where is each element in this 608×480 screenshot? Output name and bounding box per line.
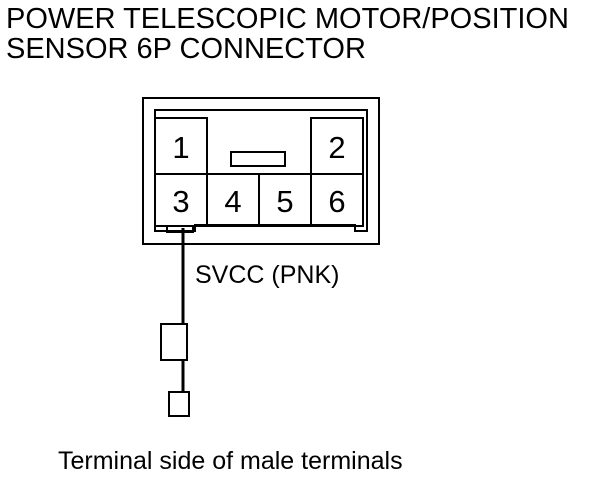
probe-body xyxy=(160,323,188,361)
pin-label-6: 6 xyxy=(328,184,345,219)
view-caption: Terminal side of male terminals xyxy=(58,447,403,475)
pin-label-5: 5 xyxy=(276,184,293,219)
title-line-1: POWER TELESCOPIC MOTOR/POSITION xyxy=(6,3,569,35)
pin-label-3: 3 xyxy=(172,184,189,219)
pin-3-terminal-hook xyxy=(166,226,194,233)
locking-tab xyxy=(230,151,286,167)
diagram-title: POWER TELESCOPIC MOTOR/POSITION SENSOR 6… xyxy=(6,4,569,64)
probe-tip xyxy=(168,391,190,417)
connector-housing-outer xyxy=(142,97,380,245)
pin-label-4: 4 xyxy=(224,184,241,219)
title-line-2: SENSOR 6P CONNECTOR xyxy=(6,33,366,65)
cavity-pin-6 xyxy=(310,173,364,227)
pin-label-1: 1 xyxy=(172,130,189,165)
pin-label-2: 2 xyxy=(328,130,345,165)
wire-label: SVCC (PNK) xyxy=(195,261,339,289)
